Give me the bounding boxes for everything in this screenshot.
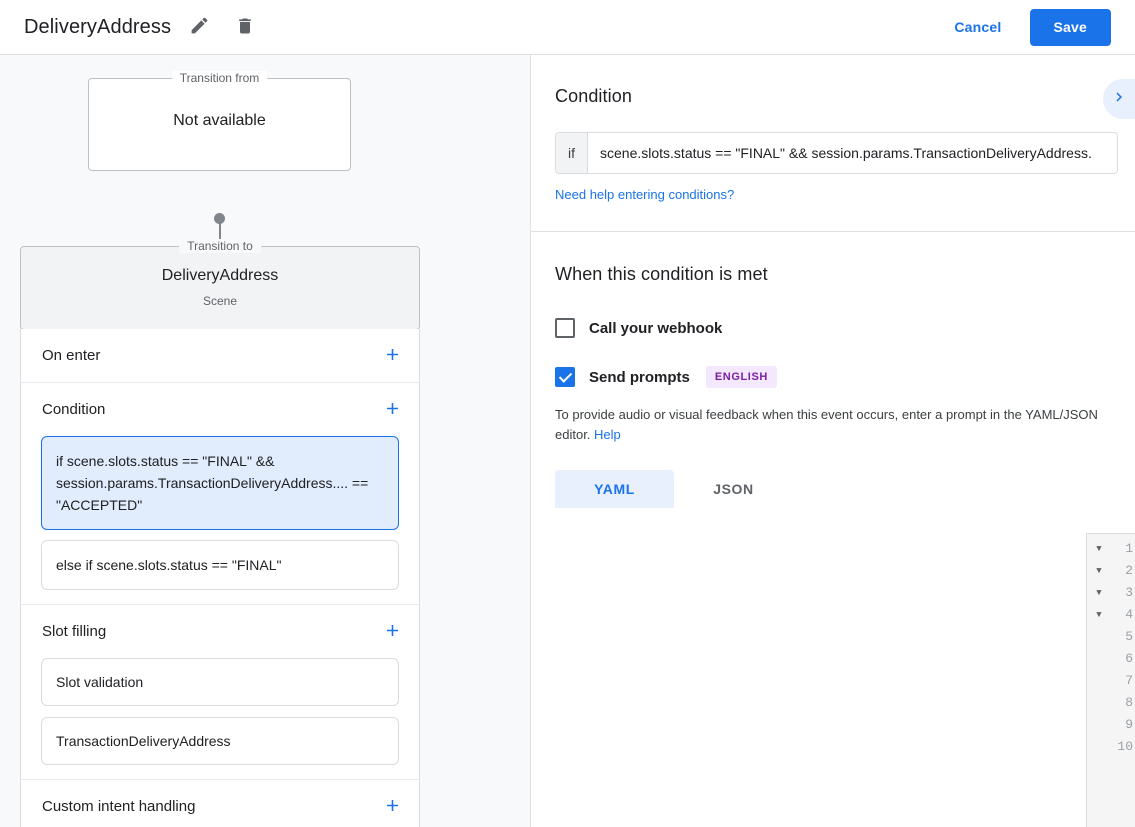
fold-toggle-icon (1087, 692, 1111, 714)
condition-card[interactable]: else if scene.slots.status == "FINAL" (41, 540, 399, 590)
transition-from-value: Not available (173, 112, 266, 129)
prompt-help-text: To provide audio or visual feedback when… (555, 405, 1125, 445)
fold-toggle-icon (1087, 670, 1111, 692)
section-condition: Condition if scene.slots.status == "FINA… (21, 383, 419, 605)
add-on-enter-button[interactable] (377, 341, 407, 371)
save-button[interactable]: Save (1029, 8, 1111, 46)
section-slot-filling: Slot filling Slot validation Transaction… (21, 605, 419, 780)
add-custom-intent-button[interactable] (377, 792, 407, 822)
fold-toggle-icon (1087, 736, 1111, 758)
call-webhook-checkbox[interactable] (555, 318, 575, 338)
section-header-custom-intent-handling[interactable]: Custom intent handling (21, 780, 419, 827)
condition-heading: Condition (555, 86, 632, 106)
line-number: 10 (1117, 739, 1133, 754)
section-on-enter: On enter (21, 329, 419, 383)
top-app-bar: DeliveryAddress Cancel Save (0, 0, 1135, 55)
prompt-help-link[interactable]: Help (594, 427, 621, 442)
right-detail-panel: Condition if Need help entering conditio… (531, 55, 1135, 827)
when-condition-met-heading: When this condition is met (555, 264, 768, 284)
section-title-custom-intent-handling: Custom intent handling (42, 798, 196, 815)
condition-list: if scene.slots.status == "FINAL" && sess… (21, 436, 419, 604)
collapse-panel-button[interactable] (1103, 79, 1135, 119)
fold-toggle-icon[interactable]: ▼ (1096, 566, 1102, 576)
line-number: 1 (1125, 541, 1133, 556)
send-prompts-row[interactable]: Send prompts ENGLISH (555, 366, 1111, 388)
fold-toggle-icon[interactable]: ▼ (1096, 610, 1102, 620)
plus-icon (383, 399, 402, 421)
call-webhook-label: Call your webhook (589, 319, 723, 337)
panel-divider (531, 231, 1135, 232)
scene-sections-list: On enter Condition if scene.slots. (20, 329, 420, 827)
prompt-help-sentence: To provide audio or visual feedback when… (555, 407, 1098, 442)
plus-icon (383, 796, 402, 818)
call-webhook-row[interactable]: Call your webhook (555, 318, 1111, 338)
line-number: 2 (1125, 563, 1133, 578)
transition-to-subtitle: Scene (202, 294, 238, 308)
section-header-slot-filling[interactable]: Slot filling (21, 605, 419, 658)
list-item[interactable]: TransactionDeliveryAddress (41, 717, 399, 765)
condition-input[interactable] (588, 133, 1117, 173)
section-title-condition: Condition (42, 401, 106, 418)
section-header-on-enter[interactable]: On enter (21, 329, 419, 382)
chevron-right-icon (1110, 88, 1128, 111)
fold-toggle-icon (1087, 648, 1111, 670)
fold-toggle-icon (1087, 714, 1111, 736)
when-condition-met-block: When this condition is met Call your web… (531, 232, 1135, 508)
section-title-on-enter: On enter (42, 347, 101, 364)
tab-yaml[interactable]: YAML (555, 470, 674, 508)
section-title-slot-filling: Slot filling (42, 623, 107, 640)
section-header-condition[interactable]: Condition (21, 383, 419, 436)
tab-json[interactable]: JSON (713, 481, 754, 497)
line-number: 5 (1125, 629, 1133, 644)
transition-to-legend: Transition to (179, 239, 261, 253)
line-number: 6 (1125, 651, 1133, 666)
list-item[interactable]: Slot validation (41, 658, 399, 706)
condition-card-selected[interactable]: if scene.slots.status == "FINAL" && sess… (41, 436, 399, 530)
condition-help-link[interactable]: Need help entering conditions? (555, 187, 735, 202)
transition-to-box: Transition to DeliveryAddress Scene (20, 239, 420, 330)
condition-input-group: if (555, 132, 1118, 174)
add-condition-button[interactable] (377, 395, 407, 425)
language-badge: ENGLISH (705, 366, 777, 388)
edit-name-button[interactable] (181, 9, 217, 45)
transition-to-title: DeliveryAddress (161, 267, 279, 284)
fold-toggle-icon[interactable]: ▼ (1096, 544, 1102, 554)
line-number: 9 (1125, 717, 1133, 732)
slot-filling-list: Slot validation TransactionDeliveryAddre… (21, 658, 419, 779)
fold-toggle-icon (1087, 626, 1111, 648)
add-slot-filling-button[interactable] (377, 617, 407, 647)
line-number: 7 (1125, 673, 1133, 688)
left-transition-panel: Transition from Not available Transition… (0, 55, 531, 827)
editor-line-number-gutter: 1 2 3 4 5 6 7 8 9 10 (1111, 534, 1135, 827)
pencil-icon (189, 15, 210, 39)
trash-icon (235, 16, 255, 39)
transition-from-legend: Transition from (171, 71, 268, 85)
editor-fold-gutter[interactable]: ▼ ▼ ▼ ▼ (1087, 534, 1111, 827)
section-custom-intent-handling: Custom intent handling (21, 780, 419, 827)
delete-button[interactable] (227, 9, 263, 45)
editor-format-tabs: YAML JSON (555, 470, 1111, 508)
line-number: 3 (1125, 585, 1133, 600)
plus-icon (383, 621, 402, 643)
condition-block: Condition if Need help entering conditio… (531, 55, 1135, 204)
connector-dot (214, 213, 225, 224)
line-number: 8 (1125, 695, 1133, 710)
send-prompts-checkbox[interactable] (555, 367, 575, 387)
plus-icon (383, 345, 402, 367)
cancel-button[interactable]: Cancel (940, 10, 1015, 44)
page-title: DeliveryAddress (24, 15, 172, 38)
condition-if-prefix: if (556, 133, 588, 173)
fold-toggle-icon[interactable]: ▼ (1096, 588, 1102, 598)
transition-from-box: Transition from Not available (88, 71, 351, 171)
send-prompts-label: Send prompts (589, 368, 690, 386)
line-number: 4 (1125, 607, 1133, 622)
